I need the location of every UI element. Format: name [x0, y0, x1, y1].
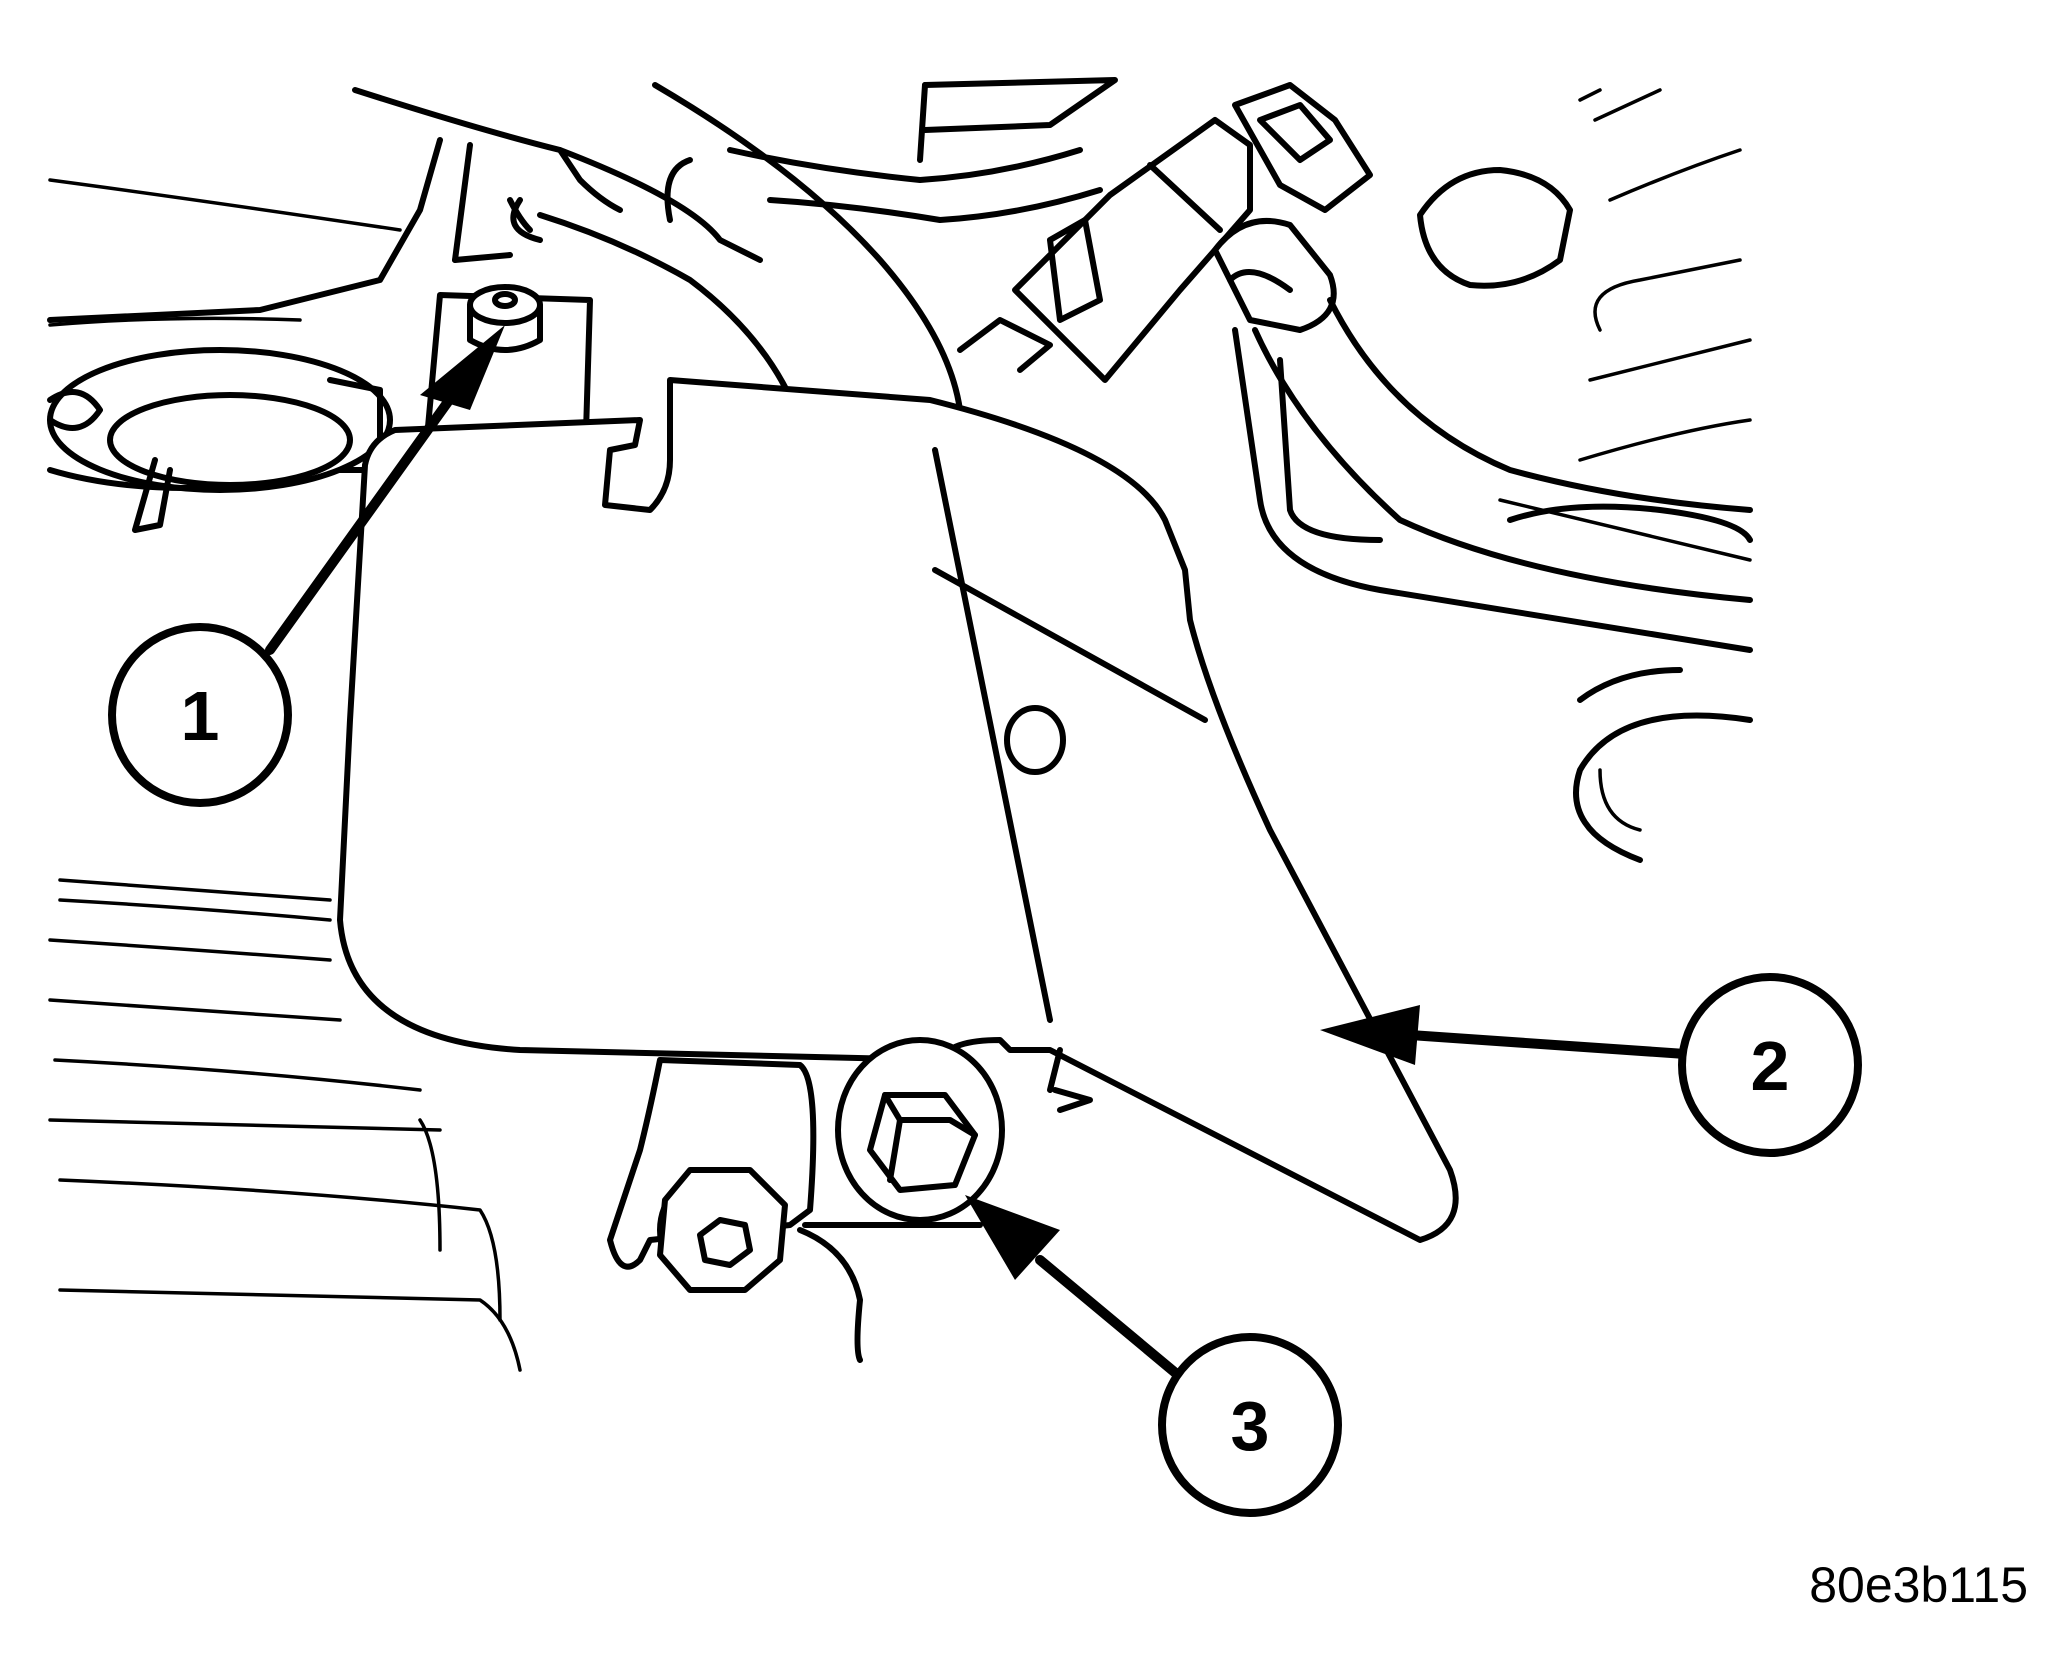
figure-id: 80e3b115 — [1809, 1557, 2028, 1613]
hose — [510, 82, 1103, 423]
upper-structure — [47, 87, 763, 323]
filler-neck — [47, 347, 393, 533]
callout-2: 2 — [1320, 973, 1862, 1157]
hose-fitting — [1212, 82, 1753, 653]
callout-1: 1 — [108, 325, 505, 807]
heat-shield — [337, 377, 1459, 1243]
callout-3: 3 — [965, 1195, 1342, 1517]
callout-3-label: 3 — [1231, 1387, 1270, 1465]
bolt-3 — [835, 1037, 1005, 1223]
bolt-left — [657, 1167, 788, 1293]
top-connector — [917, 77, 1253, 383]
engine-background-left — [48, 178, 522, 1372]
engine-background-right — [1417, 88, 1753, 863]
callout-2-label: 2 — [1751, 1027, 1790, 1105]
callout-1-label: 1 — [181, 677, 220, 755]
